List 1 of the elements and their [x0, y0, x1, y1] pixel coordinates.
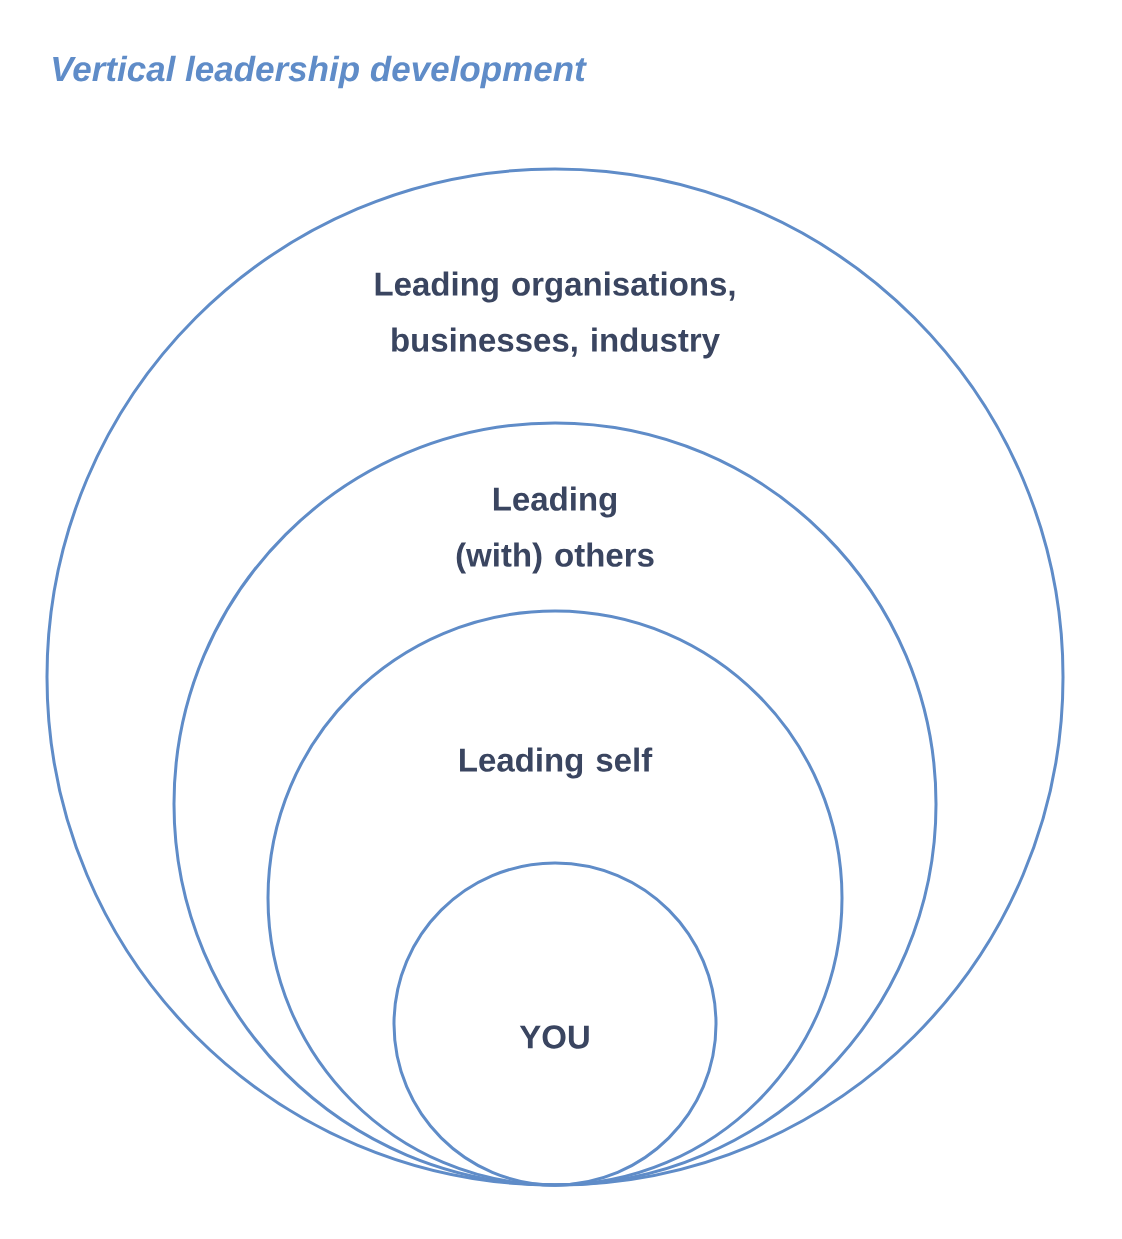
title: Vertical leadership development: [53, 55, 587, 89]
